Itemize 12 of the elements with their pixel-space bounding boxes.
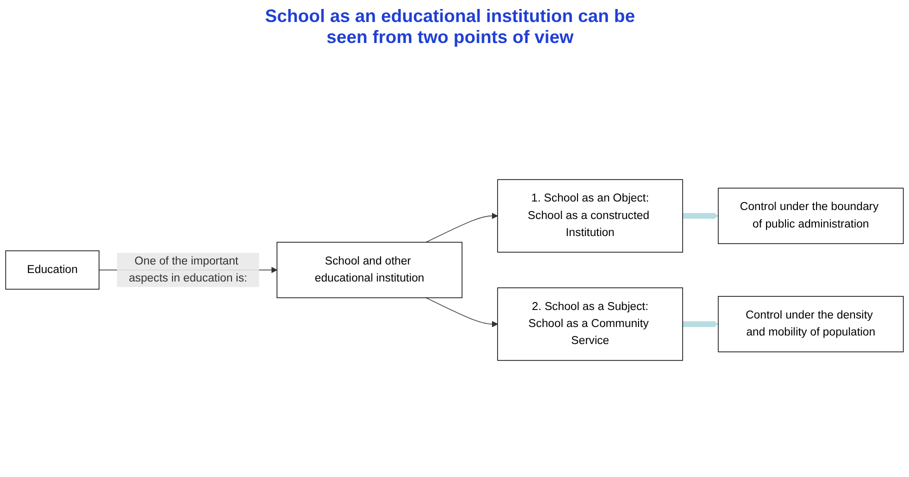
arrow [426,297,498,328]
arrow [682,212,719,220]
node-box: 2. School as a Subject: School as a Community Service [497,287,684,361]
arrow [682,320,719,328]
arrow [426,212,498,243]
node-box: Control under the density and mobility of population [718,296,904,352]
node-box: Control under the boundary of public administration [718,188,904,244]
edge-label: One of the important aspects in education is: [128,255,248,284]
node-box: Education [5,250,100,290]
node-box: School and other educational institution [276,242,462,298]
node-box: 1. School as an Object: School as a constructed Institution [497,179,684,253]
diagram-title: School as an educational institution can be seen from two points of view [264,6,636,48]
